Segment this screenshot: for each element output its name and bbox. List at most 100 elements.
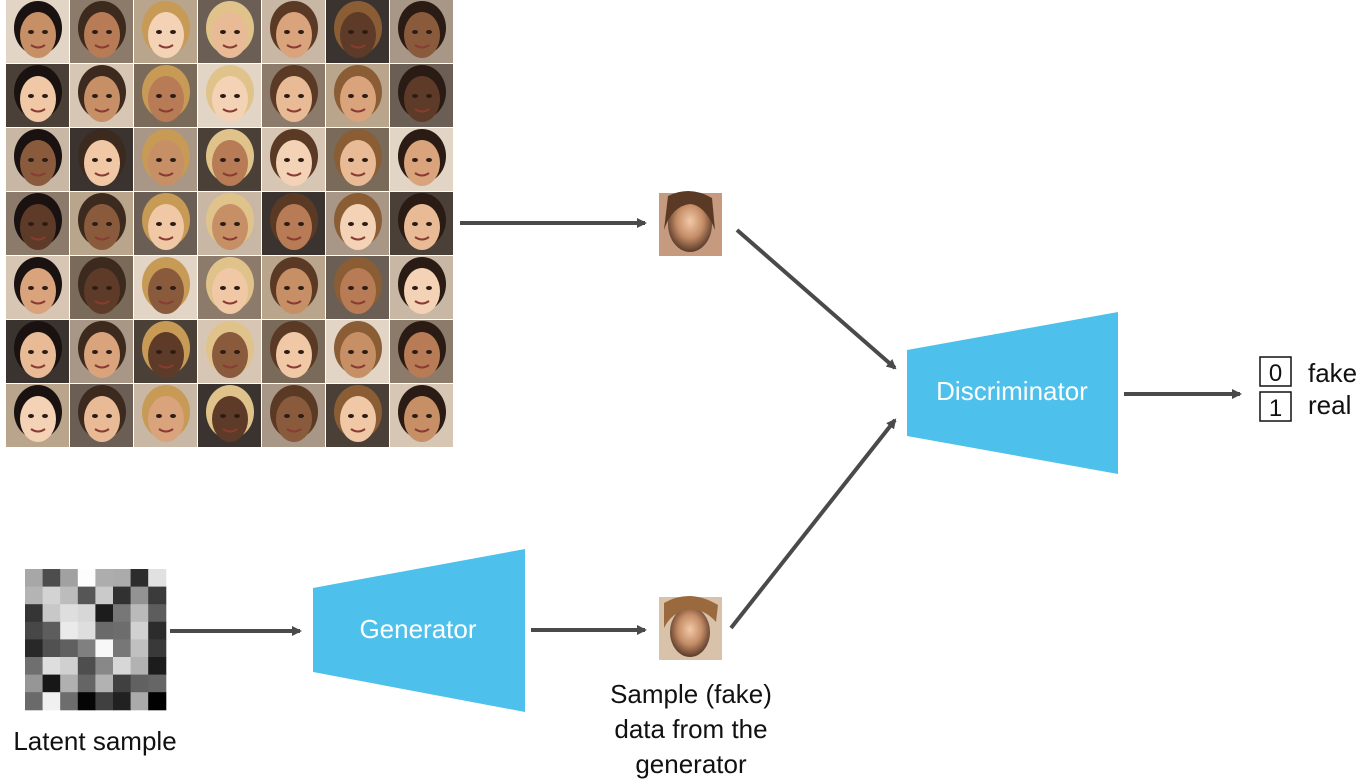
face-thumbnail	[70, 192, 133, 255]
noise-cell	[60, 657, 79, 676]
noise-cell	[77, 604, 96, 623]
noise-cell	[130, 674, 149, 693]
noise-cell	[95, 586, 114, 605]
face-thumbnail	[70, 320, 133, 383]
noise-cell	[95, 657, 114, 676]
face-thumbnail	[326, 64, 389, 127]
face-thumbnail	[198, 128, 261, 191]
noise-cell	[25, 604, 44, 623]
generator-label: Generator	[359, 614, 476, 644]
noise-cell	[130, 604, 149, 623]
noise-cell	[25, 569, 44, 588]
noise-cell	[42, 692, 61, 711]
face-thumbnail	[326, 192, 389, 255]
noise-cell	[148, 674, 167, 693]
face-thumbnail	[70, 64, 133, 127]
noise-cell	[148, 621, 167, 640]
noise-cell	[60, 674, 79, 693]
noise-cell	[95, 621, 114, 640]
noise-cell	[148, 692, 167, 711]
noise-cell	[42, 604, 61, 623]
face-thumbnail	[134, 0, 197, 63]
face-thumbnail	[262, 256, 325, 319]
face-thumbnail	[262, 64, 325, 127]
face-thumbnail	[134, 128, 197, 191]
noise-cell	[148, 639, 167, 658]
face-thumbnail	[326, 320, 389, 383]
face-thumbnail	[326, 0, 389, 63]
fake-sample-image	[659, 595, 722, 660]
noise-cell	[113, 639, 132, 658]
face-thumbnail	[326, 256, 389, 319]
noise-cell	[130, 569, 149, 588]
face-thumbnail	[198, 0, 261, 63]
face-thumbnail	[6, 384, 69, 447]
noise-cell	[25, 674, 44, 693]
generator-block	[313, 549, 525, 712]
noise-cell	[60, 639, 79, 658]
noise-cell	[113, 569, 132, 588]
face-thumbnail	[390, 320, 453, 383]
face-thumbnail	[262, 128, 325, 191]
noise-cell	[95, 639, 114, 658]
arrow-real-to-discriminator	[735, 228, 897, 370]
face-thumbnail	[262, 320, 325, 383]
noise-cell	[42, 674, 61, 693]
face-thumbnail	[198, 192, 261, 255]
face-thumbnail	[326, 384, 389, 447]
fake-caption-line-3: generator	[635, 749, 747, 779]
noise-cell	[25, 657, 44, 676]
fake-caption-line-2: data from the	[614, 714, 767, 744]
face-thumbnail	[134, 192, 197, 255]
noise-cell	[95, 692, 114, 711]
output-value-0: 0	[1269, 360, 1282, 387]
output-label-fake: fake	[1308, 358, 1357, 388]
noise-cell	[77, 674, 96, 693]
noise-cell	[60, 621, 79, 640]
face-thumbnail	[134, 320, 197, 383]
face-thumbnail	[198, 384, 261, 447]
face-thumbnail	[198, 64, 261, 127]
noise-cell	[77, 639, 96, 658]
noise-cell	[130, 639, 149, 658]
noise-cell	[77, 657, 96, 676]
noise-cell	[113, 604, 132, 623]
face-thumbnail	[70, 128, 133, 191]
noise-cell	[77, 692, 96, 711]
noise-cell	[60, 569, 79, 588]
discriminator-label: Discriminator	[936, 376, 1088, 406]
face-thumbnail	[198, 256, 261, 319]
face-thumbnail	[390, 384, 453, 447]
noise-cell	[77, 621, 96, 640]
noise-cell	[130, 657, 149, 676]
noise-cell	[42, 657, 61, 676]
face-thumbnail	[70, 384, 133, 447]
fake-caption-line-1: Sample (fake)	[610, 679, 772, 709]
noise-cell	[60, 604, 79, 623]
face-thumbnail	[390, 256, 453, 319]
noise-cell	[42, 569, 61, 588]
noise-cell	[130, 621, 149, 640]
latent-noise-image	[25, 569, 167, 711]
noise-cell	[60, 586, 79, 605]
noise-cell	[25, 692, 44, 711]
noise-cell	[25, 639, 44, 658]
face-thumbnail	[134, 384, 197, 447]
noise-cell	[113, 657, 132, 676]
real-faces-grid	[6, 0, 453, 447]
noise-cell	[113, 621, 132, 640]
face-thumbnail	[6, 128, 69, 191]
output-box-fake: 0	[1259, 356, 1292, 387]
face-thumbnail	[6, 192, 69, 255]
noise-cell	[113, 692, 132, 711]
face-thumbnail	[134, 64, 197, 127]
noise-cell	[42, 639, 61, 658]
noise-cell	[77, 586, 96, 605]
noise-cell	[113, 586, 132, 605]
face-thumbnail	[262, 0, 325, 63]
output-value-1: 1	[1269, 395, 1282, 422]
noise-cell	[77, 569, 96, 588]
noise-cell	[60, 692, 79, 711]
noise-cell	[148, 604, 167, 623]
